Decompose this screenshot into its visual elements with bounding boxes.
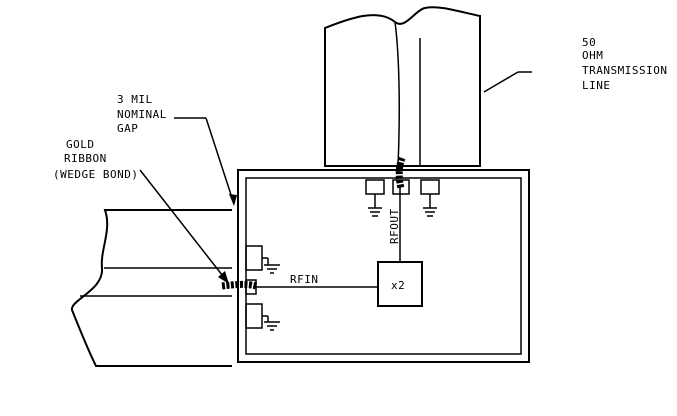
gap-label: 3 MIL NOMINAL GAP xyxy=(117,93,167,135)
ribbon-label: GOLD RIBBON (WEDGE BOND) xyxy=(53,138,138,181)
svg-text:GOLD: GOLD xyxy=(66,138,95,151)
gold-ribbon-input xyxy=(221,280,258,290)
multiplier-block: x2 xyxy=(377,261,423,307)
multiplier-label: x2 xyxy=(391,279,405,292)
svg-text:OHM: OHM xyxy=(582,49,603,62)
ground-icon xyxy=(262,315,280,331)
svg-text:NOMINAL: NOMINAL xyxy=(117,108,167,121)
transmission-line-block xyxy=(324,6,481,167)
svg-text:GAP: GAP xyxy=(117,122,138,135)
ground-icon xyxy=(368,194,382,217)
input-line-block xyxy=(71,209,232,367)
rfin-label: RFIN xyxy=(290,273,319,286)
ground-icon xyxy=(423,194,437,217)
transmission-line-label: 50 OHM TRANSMISSION LINE xyxy=(582,36,667,92)
leader-ribbon xyxy=(139,169,229,284)
gold-ribbon-output xyxy=(395,156,406,189)
svg-text:50: 50 xyxy=(582,36,596,49)
ground-icon xyxy=(262,257,280,274)
chip-package xyxy=(237,169,530,363)
svg-text:3 MIL: 3 MIL xyxy=(117,93,153,106)
svg-text:RIBBON: RIBBON xyxy=(64,152,107,165)
svg-text:(WEDGE BOND): (WEDGE BOND) xyxy=(53,168,138,181)
leader-gap xyxy=(174,117,237,206)
rfout-label: RFOUT xyxy=(388,208,401,244)
svg-text:LINE: LINE xyxy=(582,79,611,92)
svg-text:TRANSMISSION: TRANSMISSION xyxy=(582,64,667,77)
leader-transmission-line xyxy=(483,71,532,93)
